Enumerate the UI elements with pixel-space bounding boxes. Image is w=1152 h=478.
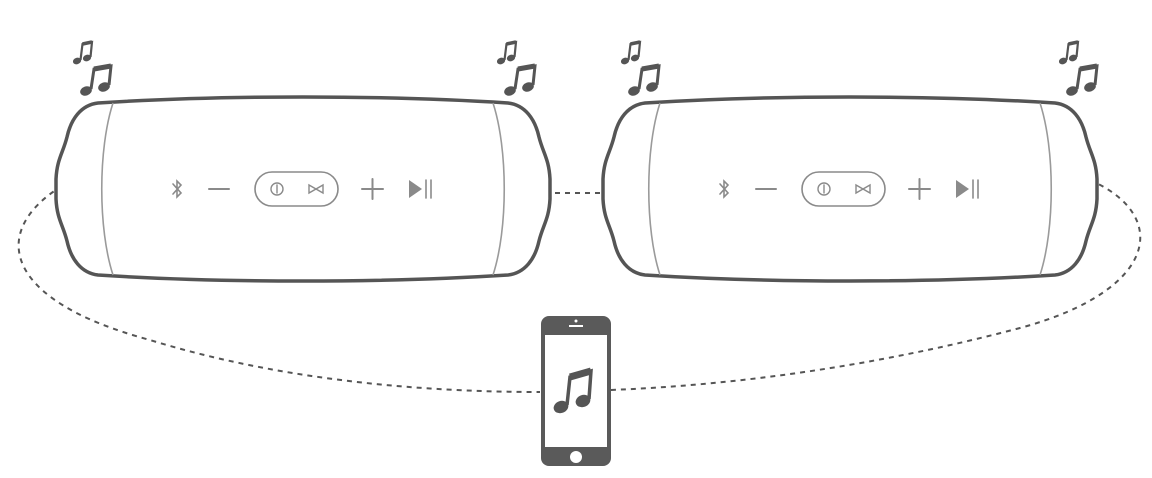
power-connect-pill — [254, 171, 339, 207]
power-icon — [817, 182, 831, 196]
bluetooth-icon — [172, 179, 183, 199]
music-note-icon — [553, 367, 593, 414]
power-connect-pill — [801, 171, 886, 207]
music-note-icon — [1058, 42, 1097, 97]
music-note-icon — [72, 42, 111, 97]
music-note-icon — [496, 42, 535, 97]
link-left-to-phone — [17, 185, 541, 393]
link-right-to-phone — [609, 179, 1142, 391]
power-icon — [270, 182, 284, 196]
speaker-right — [601, 95, 1099, 283]
connect-icon — [855, 183, 871, 195]
bluetooth-icon — [719, 179, 730, 199]
connect-icon — [308, 183, 324, 195]
speaker-left — [54, 95, 552, 283]
music-note-icon — [620, 42, 659, 97]
volume-up-icon — [361, 178, 384, 200]
phone — [541, 316, 611, 466]
play-pause-icon — [956, 179, 979, 199]
play-pause-icon — [409, 179, 432, 199]
volume-up-icon — [908, 178, 931, 200]
home-button-icon — [570, 451, 582, 463]
